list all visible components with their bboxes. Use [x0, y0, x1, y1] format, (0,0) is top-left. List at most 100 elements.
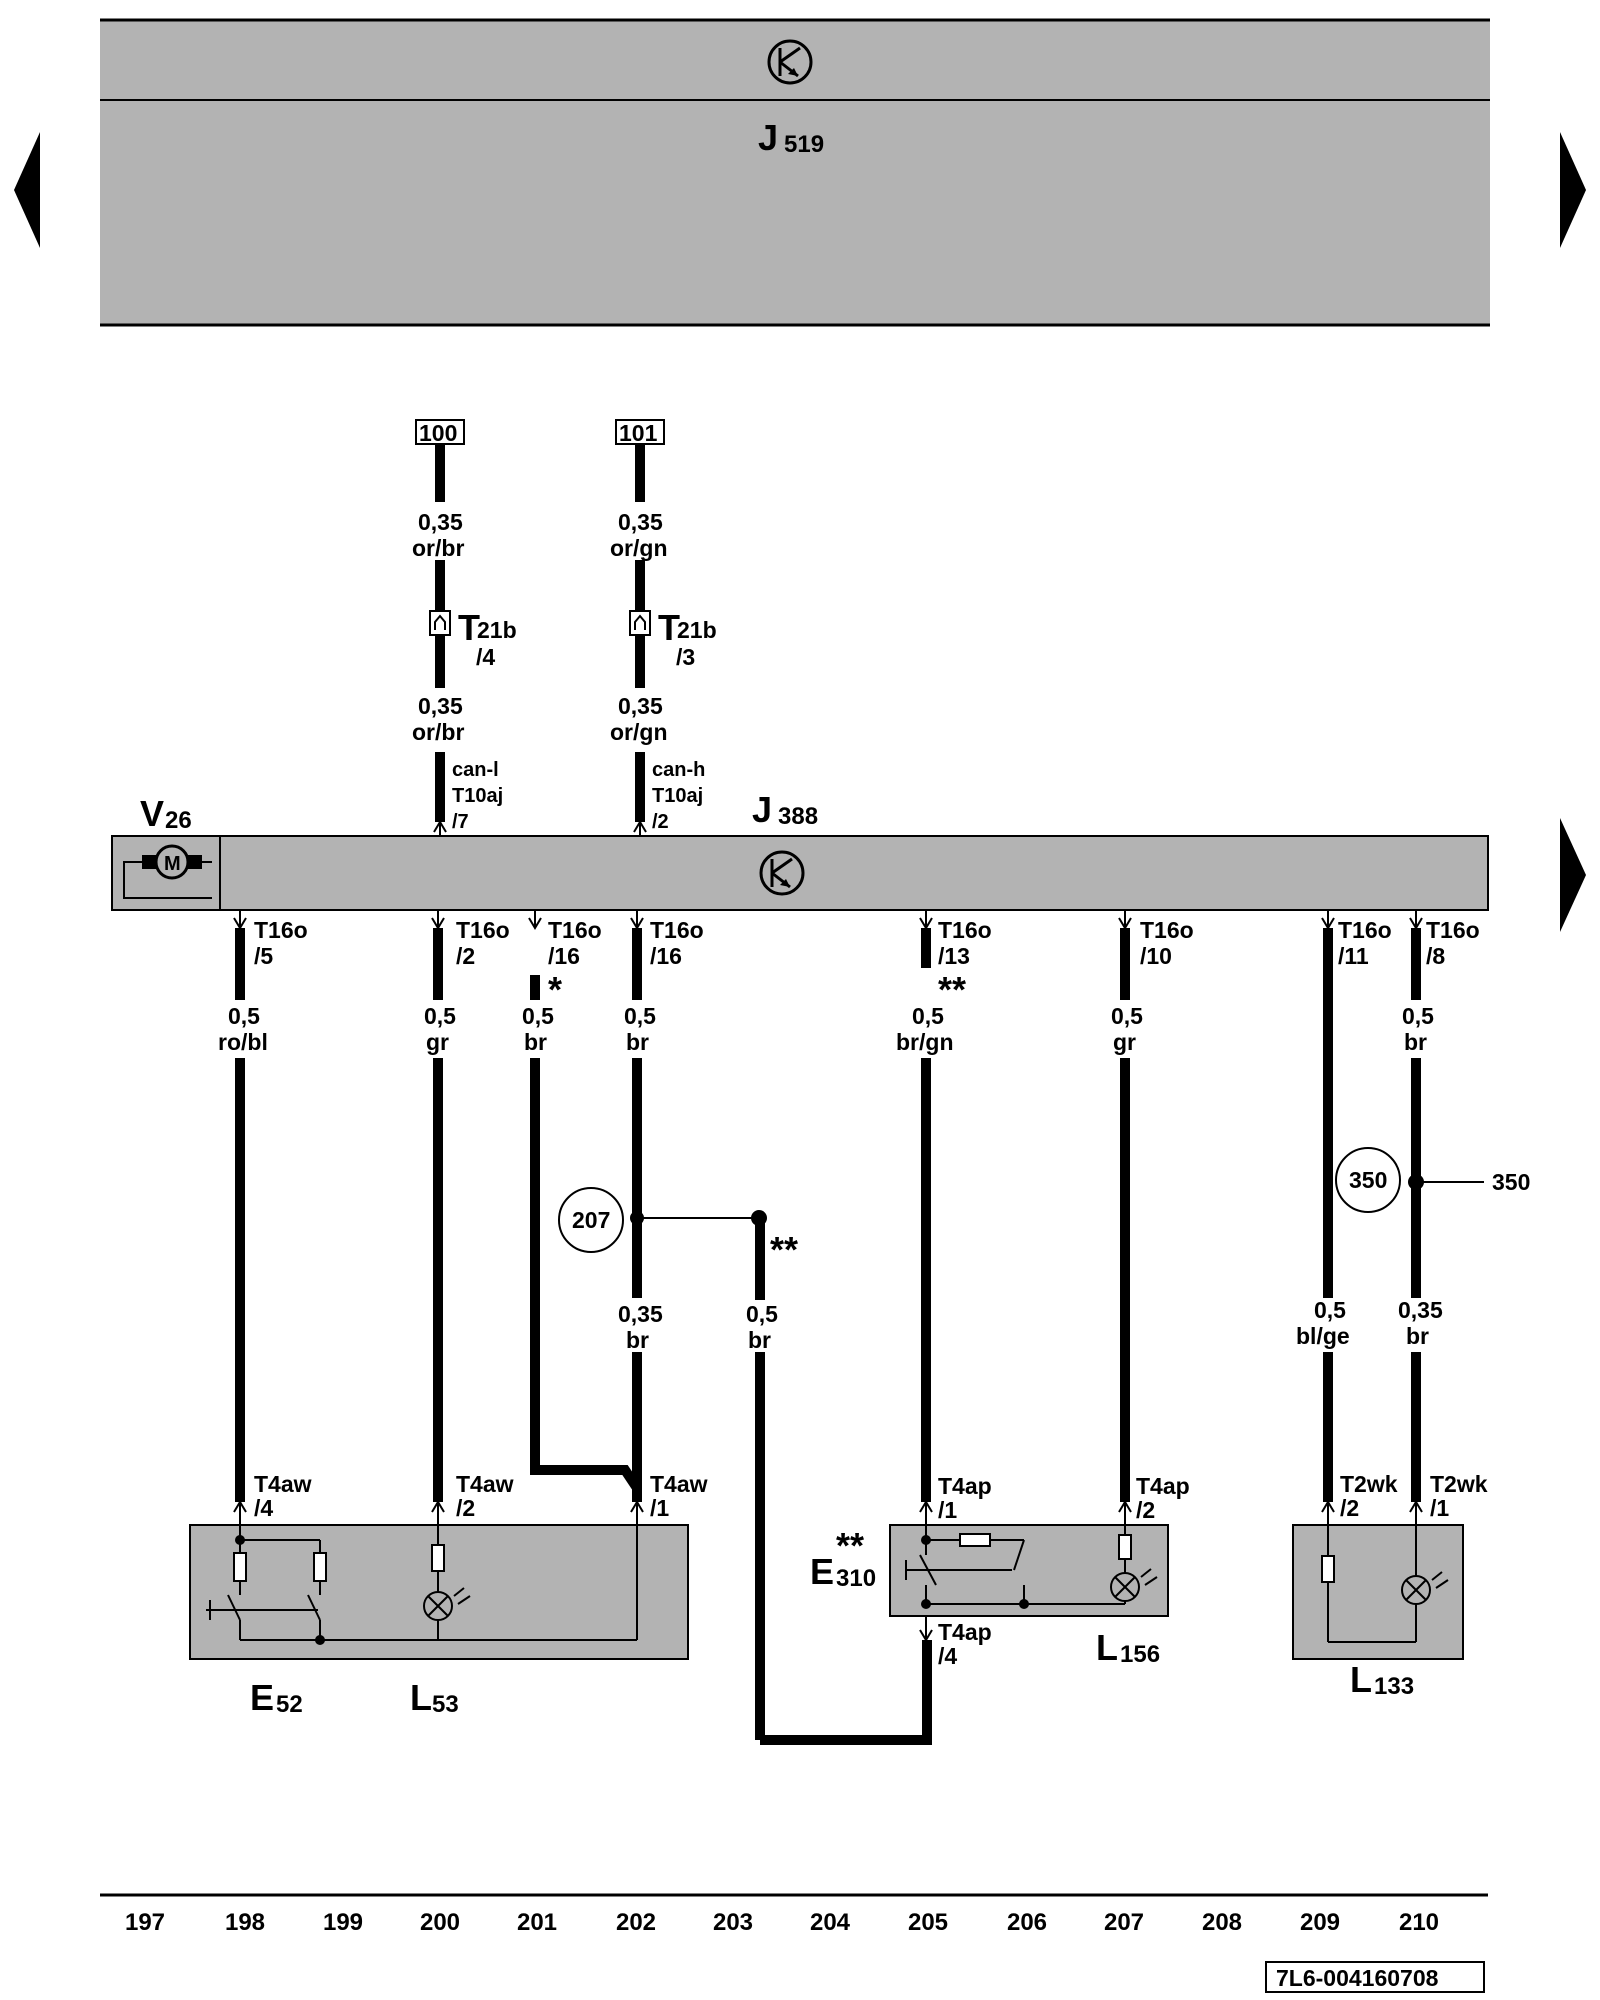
track-number: 199: [323, 1909, 363, 1936]
connector-pin: /2: [1136, 1497, 1155, 1523]
control-unit-j519: J 519: [100, 18, 1490, 327]
wire-label-size: 0,5: [1111, 1003, 1143, 1029]
connector-pin: /4: [476, 644, 495, 670]
track-number: 200: [420, 1909, 460, 1936]
footnote-mark: **: [836, 1525, 864, 1566]
footnote-mark: **: [770, 1229, 798, 1270]
wire-label-color: br: [748, 1327, 771, 1353]
connector-t4aw-label: T4aw: [254, 1471, 312, 1497]
t16o-pin-arrows: [233, 910, 1423, 930]
track-number: 209: [1300, 1909, 1340, 1936]
connector-t16o-label: T16o: [548, 917, 602, 943]
wire-label-color: ro/bl: [218, 1029, 268, 1055]
wire-label-color: br: [1406, 1323, 1429, 1349]
ref-350-label[interactable]: 350: [1492, 1169, 1530, 1195]
diagram-id: 7L6-004160708: [1276, 1965, 1439, 1991]
component-e310-l156: [889, 1524, 1169, 1617]
wires-upper: [235, 928, 1421, 1000]
connector-t2wk-label: T2wk: [1430, 1471, 1488, 1497]
footnote-mark: *: [548, 969, 562, 1010]
footnote-mark: **: [938, 969, 966, 1010]
next-page-arrow-lower[interactable]: [1560, 818, 1586, 932]
component-e52-sub: 52: [276, 1691, 303, 1718]
component-l53-label: L: [410, 1677, 432, 1718]
connector-t16o-label: T16o: [650, 917, 704, 943]
wire-label-size: 0,5: [746, 1301, 778, 1327]
wire-label-size: 0,5: [424, 1003, 456, 1029]
wire-label-size: 0,5: [228, 1003, 260, 1029]
connector-sub: 21b: [477, 617, 517, 643]
connector-t10aj-label: T10aj: [652, 785, 703, 807]
track-number: 197: [125, 1909, 165, 1936]
component-pin-arrows: [233, 1500, 1423, 1642]
j388-sub: 388: [778, 803, 818, 830]
connector-t16o-label: T16o: [254, 917, 308, 943]
track-number: 206: [1007, 1909, 1047, 1936]
wire-label-size: 0,35: [618, 693, 663, 719]
wire-label-color: br: [626, 1327, 649, 1353]
connector-pin: /1: [938, 1497, 957, 1523]
wire-label-color: gr: [1113, 1029, 1136, 1055]
can-low-label: can-l: [452, 759, 499, 781]
wire-label-size: 0,35: [1398, 1297, 1443, 1323]
connector-pin: /10: [1140, 943, 1172, 969]
wire-label-color: gr: [426, 1029, 449, 1055]
connector-sub: 21b: [677, 617, 717, 643]
ref-box-101[interactable]: 101: [619, 420, 658, 446]
motor-v26-sub: 26: [165, 807, 192, 834]
wire-label-size: 0,5: [912, 1003, 944, 1029]
wire-label-color: br: [1404, 1029, 1427, 1055]
wire-label-color: or/br: [412, 535, 464, 561]
wire-label-size: 0,35: [418, 509, 463, 535]
connector-t10aj-label: T10aj: [452, 785, 503, 807]
connector-pin: /2: [652, 811, 669, 833]
track-number: 207: [1104, 1909, 1144, 1936]
connector-t4ap-label: T4ap: [1136, 1473, 1190, 1499]
track-number: 201: [517, 1909, 557, 1936]
component-l156-label: L: [1096, 1627, 1118, 1668]
next-page-arrow[interactable]: [1560, 132, 1586, 248]
connector-t4ap-label: T4ap: [938, 1473, 992, 1499]
wire-label-color: br/gn: [896, 1029, 954, 1055]
ref-box-100[interactable]: 100: [419, 420, 457, 446]
wire-label-size: 0,35: [618, 1301, 663, 1327]
splice-207-label: 207: [572, 1207, 610, 1233]
connector-pin: /2: [456, 1495, 475, 1521]
electronic-unit-icon: [759, 850, 805, 896]
wire-label-color: or/gn: [610, 719, 668, 745]
component-l133: [1292, 1524, 1464, 1660]
connector-t16o-label: T16o: [456, 917, 510, 943]
connector-name: T: [458, 607, 480, 648]
connector-pin: /4: [938, 1643, 957, 1669]
connector-t21b-3: T 21b /3: [629, 607, 717, 670]
splice-350-label: 350: [1349, 1167, 1387, 1193]
connector-pin: /16: [548, 943, 580, 969]
component-l53-sub: 53: [432, 1691, 459, 1718]
wire-label-size: 0,5: [624, 1003, 656, 1029]
connector-t16o-label: T16o: [938, 917, 992, 943]
j519-sub: 519: [784, 131, 824, 158]
connector-pin: /7: [452, 811, 469, 833]
connector-pin: /8: [1426, 943, 1445, 969]
connector-t4aw-label: T4aw: [456, 1471, 514, 1497]
connector-name: T: [658, 607, 680, 648]
component-l133-sub: 133: [1374, 1673, 1414, 1700]
prev-page-arrow[interactable]: [14, 132, 40, 248]
wire-label-size: 0,35: [618, 509, 663, 535]
connector-pin: /11: [1338, 943, 1369, 969]
j388-label: J: [752, 789, 772, 830]
connector-pin: /2: [456, 943, 475, 969]
connector-t16o-label: T16o: [1140, 917, 1194, 943]
component-e52-label: E: [250, 1677, 274, 1718]
track-number: 204: [810, 1909, 851, 1936]
track-number: 208: [1202, 1909, 1242, 1936]
track-number: 205: [908, 1909, 948, 1936]
track-number: 202: [616, 1909, 656, 1936]
component-l156-sub: 156: [1120, 1641, 1160, 1668]
lamp-l133-icon: [1401, 1571, 1449, 1605]
connector-pin: /13: [938, 943, 970, 969]
connector-t4ap-label: T4ap: [938, 1619, 992, 1645]
track-number: 203: [713, 1909, 753, 1936]
connector-pin: /1: [650, 1495, 669, 1521]
